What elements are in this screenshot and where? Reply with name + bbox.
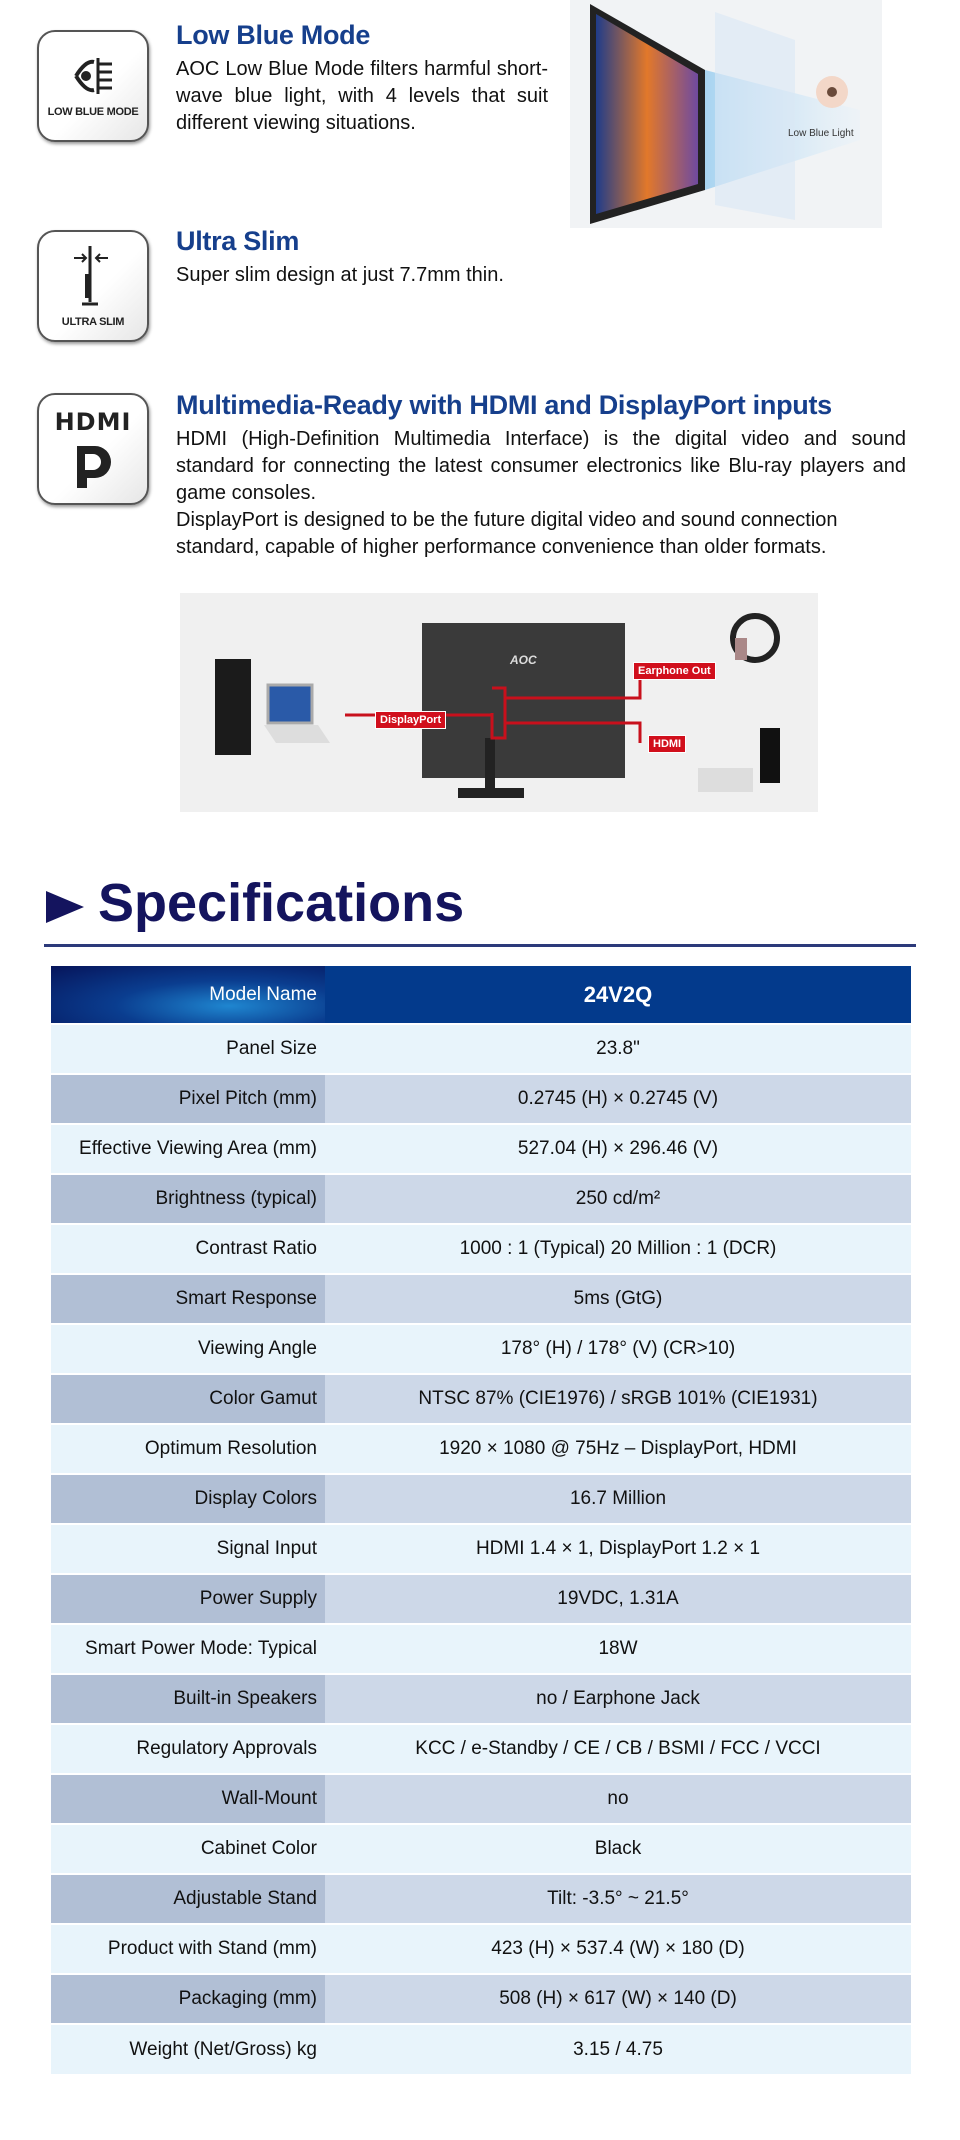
icon-label: ULTRA SLIM (61, 316, 125, 328)
arrow-icon (46, 891, 84, 923)
icon-label: LOW BLUE MODE (47, 106, 139, 118)
spec-label: Adjustable Stand (51, 1873, 325, 1924)
spec-value: KCC / e-Standby / CE / CB / BSMI / FCC /… (325, 1723, 911, 1774)
feature-title: Multimedia-Ready with HDMI and DisplayPo… (176, 390, 832, 420)
aoc-logo: AOC (510, 653, 537, 667)
hdmi-displayport-icon: HDMI (37, 393, 149, 505)
spec-label: Display Colors (51, 1473, 325, 1524)
spec-label: Smart Response (51, 1273, 325, 1324)
ultra-slim-icon: ULTRA SLIM (37, 230, 149, 342)
spec-label: Product with Stand (mm) (51, 1923, 325, 1974)
spec-value: 23.8" (325, 1023, 911, 1074)
spec-value: HDMI 1.4 × 1, DisplayPort 1.2 × 1 (325, 1523, 911, 1574)
spec-label: Panel Size (51, 1023, 325, 1074)
spec-value: 0.2745 (H) × 0.2745 (V) (325, 1073, 911, 1124)
spec-label: Weight (Net/Gross) kg (51, 2023, 325, 2074)
spec-value: 1920 × 1080 @ 75Hz – DisplayPort, HDMI (325, 1423, 911, 1474)
spec-label: Color Gamut (51, 1373, 325, 1424)
spec-label: Power Supply (51, 1573, 325, 1624)
spec-label: Cabinet Color (51, 1823, 325, 1874)
image-caption: Low Blue Light (788, 128, 854, 139)
spec-value: no (325, 1773, 911, 1824)
table-row: Packaging (mm)508 (H) × 617 (W) × 140 (D… (51, 1973, 911, 2024)
spec-label: Contrast Ratio (51, 1223, 325, 1274)
low-blue-light-image: Low Blue Light (570, 0, 882, 228)
table-row: Pixel Pitch (mm)0.2745 (H) × 0.2745 (V) (51, 1073, 911, 1124)
displayport-label: DisplayPort (375, 711, 447, 729)
spec-label: Viewing Angle (51, 1323, 325, 1374)
spec-label: Built-in Speakers (51, 1673, 325, 1724)
divider (44, 944, 916, 947)
hdmi-logo: HDMI (54, 408, 132, 436)
feature-title: Ultra Slim (176, 226, 300, 256)
spec-value: 19VDC, 1.31A (325, 1573, 911, 1624)
feature-title: Low Blue Mode (176, 20, 371, 50)
table-row: Effective Viewing Area (mm)527.04 (H) × … (51, 1123, 911, 1174)
low-blue-mode-icon: LOW BLUE MODE (37, 30, 149, 142)
feature-description: Super slim design at just 7.7mm thin. (176, 264, 504, 286)
model-name-value: 24V2Q (325, 966, 911, 1024)
specifications-title: Specifications (98, 873, 465, 933)
spec-label: Optimum Resolution (51, 1423, 325, 1474)
connectivity-diagram: DisplayPort Earphone Out HDMI AOC (180, 593, 818, 812)
table-header-row: Model Name 24V2Q (51, 966, 911, 1024)
spec-value: 527.04 (H) × 296.46 (V) (325, 1123, 911, 1174)
table-row: Product with Stand (mm)423 (H) × 537.4 (… (51, 1923, 911, 1974)
spec-label: Regulatory Approvals (51, 1723, 325, 1774)
hdmi-label: HDMI (648, 735, 687, 753)
displayport-logo (77, 446, 111, 488)
table-row: Brightness (typical)250 cd/m² (51, 1173, 911, 1224)
spec-value: Tilt: -3.5° ~ 21.5° (325, 1873, 911, 1924)
spec-value: 3.15 / 4.75 (325, 2023, 911, 2074)
feature-description: HDMI (High-Definition Multimedia Interfa… (176, 428, 906, 558)
spec-value: 18W (325, 1623, 911, 1674)
spec-value: no / Earphone Jack (325, 1673, 911, 1724)
specifications-heading: Specifications (46, 872, 464, 934)
spec-value: 250 cd/m² (325, 1173, 911, 1224)
spec-value: 16.7 Million (325, 1473, 911, 1524)
earphone-out-label: Earphone Out (633, 662, 716, 680)
spec-value: 5ms (GtG) (325, 1273, 911, 1324)
spec-value: NTSC 87% (CIE1976) / sRGB 101% (CIE1931) (325, 1373, 911, 1424)
spec-label: Brightness (typical) (51, 1173, 325, 1224)
spec-label: Signal Input (51, 1523, 325, 1574)
spec-value: Black (325, 1823, 911, 1874)
feature-description: AOC Low Blue Mode filters harmful short-… (176, 58, 548, 134)
spec-value: 1000 : 1 (Typical) 20 Million : 1 (DCR) (325, 1223, 911, 1274)
spec-label: Pixel Pitch (mm) (51, 1073, 325, 1124)
spec-value: 178° (H) / 178° (V) (CR>10) (325, 1323, 911, 1374)
spec-label: Wall-Mount (51, 1773, 325, 1824)
header-label: Model Name (51, 966, 325, 1024)
spec-value: 423 (H) × 537.4 (W) × 180 (D) (325, 1923, 911, 1974)
spec-value: 508 (H) × 617 (W) × 140 (D) (325, 1973, 911, 2024)
spec-label: Packaging (mm) (51, 1973, 325, 2024)
spec-label: Effective Viewing Area (mm) (51, 1123, 325, 1174)
spec-label: Smart Power Mode: Typical (51, 1623, 325, 1674)
